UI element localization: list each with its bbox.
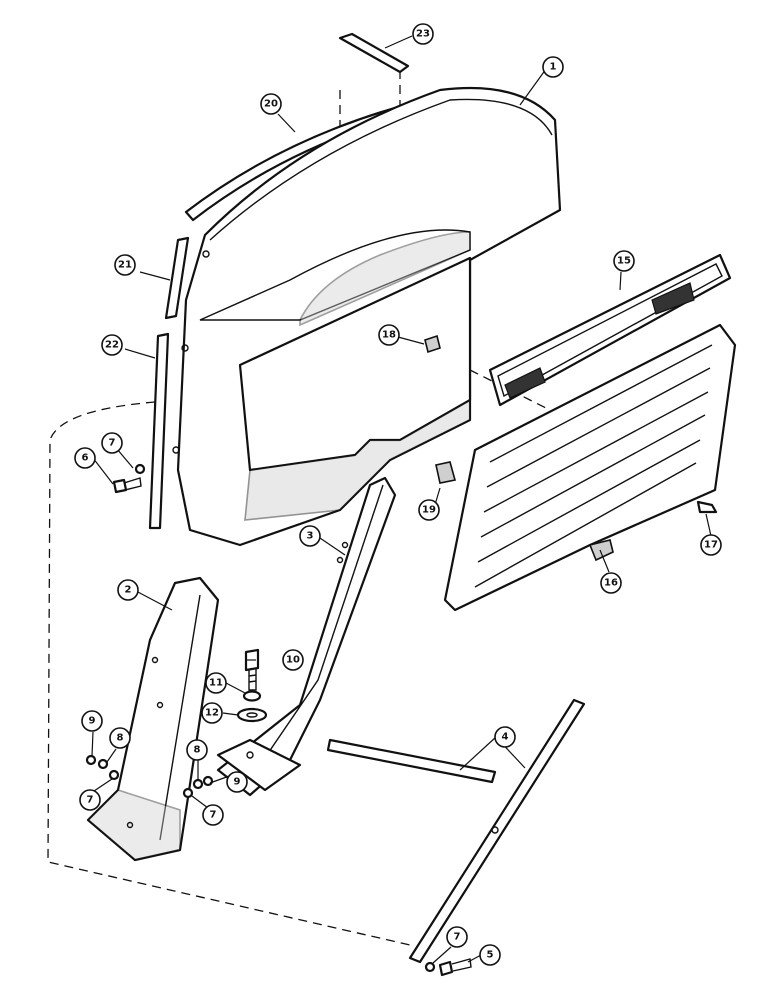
- svg-text:3: 3: [307, 531, 314, 542]
- leader-lines: [91, 35, 712, 964]
- callout-10: 10: [282, 649, 304, 671]
- svg-text:8: 8: [194, 745, 201, 756]
- callout-21: 21: [114, 254, 136, 276]
- callout-9b: 9: [226, 771, 248, 793]
- grille-part-16: [443, 323, 737, 612]
- side-trim-strip-part-21: [164, 236, 190, 320]
- bolt-part-6: [112, 477, 142, 494]
- block-part-19: [435, 461, 457, 484]
- callout-7a: 7: [101, 432, 123, 454]
- callout-9a: 9: [81, 710, 103, 732]
- shroud-housing-part-1: [172, 86, 562, 547]
- side-trim-strip-part-22: [148, 332, 170, 530]
- screw-part-5: [424, 958, 472, 977]
- callout-7c: 7: [202, 804, 224, 826]
- washer-part-11: [242, 690, 262, 702]
- svg-text:22: 22: [105, 340, 119, 351]
- bolt-part-10: [244, 648, 260, 691]
- callout-23: 23: [412, 23, 434, 45]
- right-bracket-part-3: [216, 476, 397, 797]
- callout-1: 1: [542, 56, 564, 78]
- left-bracket-part-2: [86, 576, 220, 862]
- svg-text:11: 11: [209, 678, 223, 689]
- svg-text:6: 6: [82, 453, 89, 464]
- callout-3: 3: [299, 525, 321, 547]
- callout-6: 6: [74, 447, 96, 469]
- callout-15: 15: [613, 250, 635, 272]
- svg-text:7: 7: [109, 438, 116, 449]
- callout-16: 16: [600, 572, 622, 594]
- svg-text:18: 18: [382, 330, 396, 341]
- callout-4: 4: [494, 726, 516, 748]
- callout-5: 5: [479, 944, 501, 966]
- svg-text:15: 15: [617, 256, 631, 267]
- svg-text:2: 2: [125, 585, 132, 596]
- lock-washer-part-7a: [134, 463, 146, 475]
- svg-text:17: 17: [704, 540, 718, 551]
- svg-text:21: 21: [118, 260, 132, 271]
- washer-inner-part-12: [246, 712, 258, 718]
- nuts-center-lower: [182, 775, 214, 799]
- svg-text:8: 8: [117, 733, 124, 744]
- callout-19: 19: [418, 499, 440, 521]
- callout-11: 11: [205, 672, 227, 694]
- svg-text:5: 5: [487, 950, 494, 961]
- svg-text:12: 12: [205, 708, 219, 719]
- svg-text:7: 7: [454, 932, 461, 943]
- callout-7b: 7: [79, 789, 101, 811]
- svg-text:9: 9: [234, 777, 241, 788]
- callout-17: 17: [700, 534, 722, 556]
- callout-22: 22: [101, 334, 123, 356]
- callout-8b: 8: [186, 739, 208, 761]
- screen-panel-part-15: [488, 253, 732, 407]
- svg-text:1: 1: [550, 62, 557, 73]
- washer-part-12: [236, 707, 268, 723]
- svg-text:20: 20: [264, 99, 278, 110]
- svg-text:10: 10: [286, 655, 300, 666]
- callout-18: 18: [378, 324, 400, 346]
- callout-2: 2: [117, 579, 139, 601]
- svg-text:9: 9: [89, 716, 96, 727]
- assembly-reference-line-left: [47, 401, 411, 946]
- support-bars-part-4: [326, 698, 586, 964]
- clip-part-18: [424, 334, 441, 354]
- callout-7d: 7: [446, 926, 468, 948]
- svg-text:7: 7: [87, 795, 94, 806]
- svg-text:4: 4: [502, 732, 509, 743]
- callout-8a: 8: [109, 727, 131, 749]
- callout-20: 20: [260, 93, 282, 115]
- callout-12: 12: [201, 702, 223, 724]
- svg-text:7: 7: [210, 810, 217, 821]
- screw-part-17: [696, 500, 718, 514]
- svg-text:19: 19: [422, 505, 436, 516]
- svg-text:16: 16: [604, 578, 618, 589]
- nuts-left-lower: [85, 754, 120, 781]
- svg-text:23: 23: [416, 29, 430, 40]
